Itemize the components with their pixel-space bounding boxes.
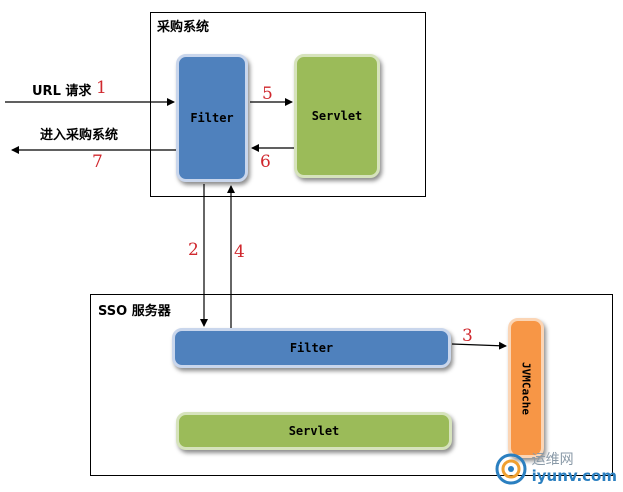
sso-servlet-label: Servlet <box>288 424 340 438</box>
step-6: 6 <box>260 152 271 172</box>
sso-filter-box: Filter <box>172 328 451 368</box>
watermark: 运维网 iyunv.com <box>494 452 617 486</box>
step-7: 7 <box>92 152 103 172</box>
step-1: 1 <box>96 78 107 98</box>
watermark-line1: 运维网 <box>531 452 574 469</box>
arrow-to-cache <box>451 341 507 350</box>
watermark-line2: iyunv.com <box>531 467 617 486</box>
procurement-servlet-label: Servlet <box>311 109 363 123</box>
procurement-filter-label: Filter <box>190 111 234 125</box>
url-request-label: URL 请求 <box>32 84 92 99</box>
jvm-cache-label: JVMCache <box>519 361 533 415</box>
step-3: 3 <box>462 326 473 346</box>
watermark-logo-icon <box>495 453 527 485</box>
jvm-cache-box: JVMCache <box>508 318 544 458</box>
enter-system-label: 进入采购系统 <box>40 128 119 143</box>
sso-servlet-box: Servlet <box>176 412 452 450</box>
sso-filter-label: Filter <box>289 341 334 355</box>
step-2: 2 <box>188 240 199 260</box>
procurement-system-title: 采购系统 <box>157 20 210 35</box>
procurement-filter-box: Filter <box>176 54 248 182</box>
step-4: 4 <box>234 242 245 262</box>
sso-server-title: SSO 服务器 <box>98 304 171 319</box>
step-5: 5 <box>262 84 273 104</box>
procurement-servlet-box: Servlet <box>294 54 380 178</box>
